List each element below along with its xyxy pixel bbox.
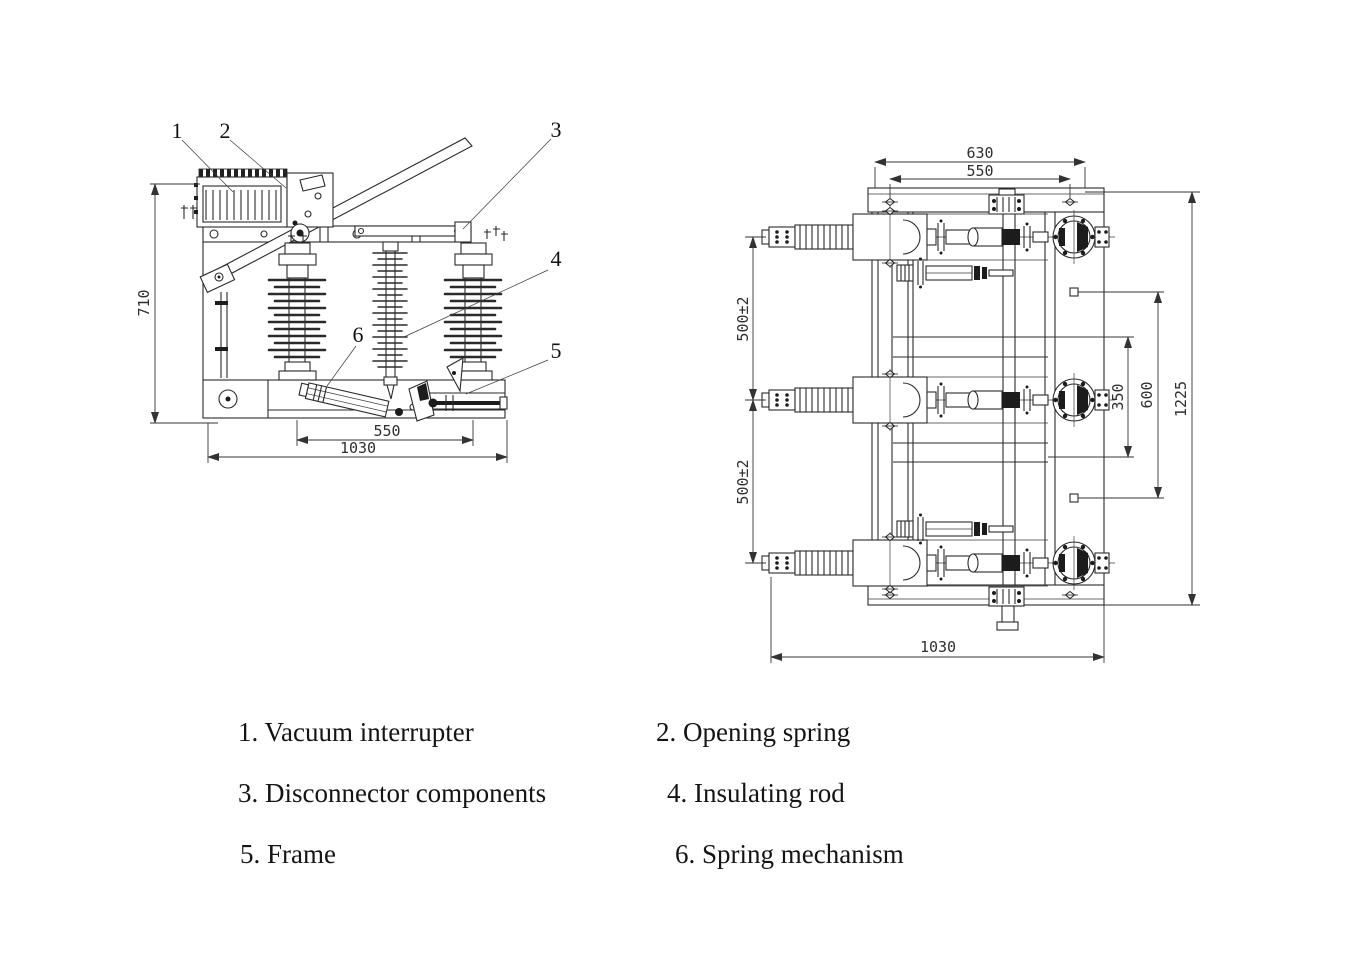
legend-item-2: 2. Opening spring	[656, 717, 851, 747]
callout-3: 3	[551, 117, 562, 142]
dim-label-710: 710	[135, 289, 153, 316]
top-view: 630 550 500±2 500±2 350	[734, 144, 1200, 663]
phase-assembly-middle	[757, 369, 1115, 431]
callout-6: 6	[353, 322, 364, 347]
legend-item-5: 5. Frame	[240, 839, 336, 869]
dim-label-630: 630	[966, 144, 993, 162]
frame-rails	[867, 187, 1105, 606]
operating-lever	[199, 137, 473, 294]
insulating-rod	[372, 241, 408, 400]
dimension-phase-pitch-a: 500±2	[734, 236, 766, 401]
legend-item-4: 4. Insulating rod	[667, 778, 845, 808]
vacuum-interrupter-box	[181, 168, 288, 228]
dimension-phase-pitch-b: 500±2	[734, 399, 766, 564]
dim-label-550-top: 550	[966, 162, 993, 180]
opening-spring-housing	[286, 172, 334, 243]
dimension-width-outer-630: 630	[874, 144, 1086, 188]
callout-1: 1	[172, 118, 183, 143]
dim-label-500b: 500±2	[734, 459, 752, 504]
post-insulator-right	[443, 226, 508, 381]
disconnector-beam	[202, 221, 472, 243]
dimension-width-inner-550: 550	[889, 162, 1071, 198]
callout-5: 5	[551, 338, 562, 363]
dimension-pole-spacing-550: 550	[296, 420, 474, 446]
legend-item-3: 3. Disconnector components	[238, 778, 547, 808]
dimension-bottom-1030: 1030	[770, 577, 1105, 663]
spring-mechanism	[298, 357, 508, 422]
side-view: 710 550 1030 1 2 3 4 5 6	[135, 117, 562, 463]
lever-rod	[202, 242, 228, 380]
dimension-offset-350: 350	[1048, 336, 1134, 458]
dimension-height-1225: 1225	[1085, 191, 1200, 606]
dim-label-1225: 1225	[1172, 381, 1190, 417]
drive-shaft-couplings	[988, 188, 1025, 631]
post-insulator-left	[267, 233, 327, 381]
dimension-offset-600: 600	[1078, 291, 1164, 499]
dim-label-350: 350	[1109, 383, 1127, 410]
phase-assembly-top	[757, 206, 1115, 268]
dim-label-1030-side: 1030	[340, 439, 376, 457]
callout-2: 2	[220, 118, 231, 143]
dimension-overall-width-1030: 1030	[207, 420, 508, 463]
legend-item-6: 6. Spring mechanism	[675, 839, 904, 869]
dim-label-600: 600	[1138, 381, 1156, 408]
callouts: 1 2 3 4 5 6	[172, 117, 562, 395]
interphase-cylinder-upper	[896, 256, 1014, 290]
dim-label-1030-top: 1030	[920, 638, 956, 656]
dim-label-500a: 500±2	[734, 296, 752, 341]
dimension-height-710: 710	[135, 183, 218, 424]
dim-label-550-side: 550	[373, 422, 400, 440]
legend-item-1: 1. Vacuum interrupter	[238, 717, 474, 747]
callout-4: 4	[551, 246, 562, 271]
